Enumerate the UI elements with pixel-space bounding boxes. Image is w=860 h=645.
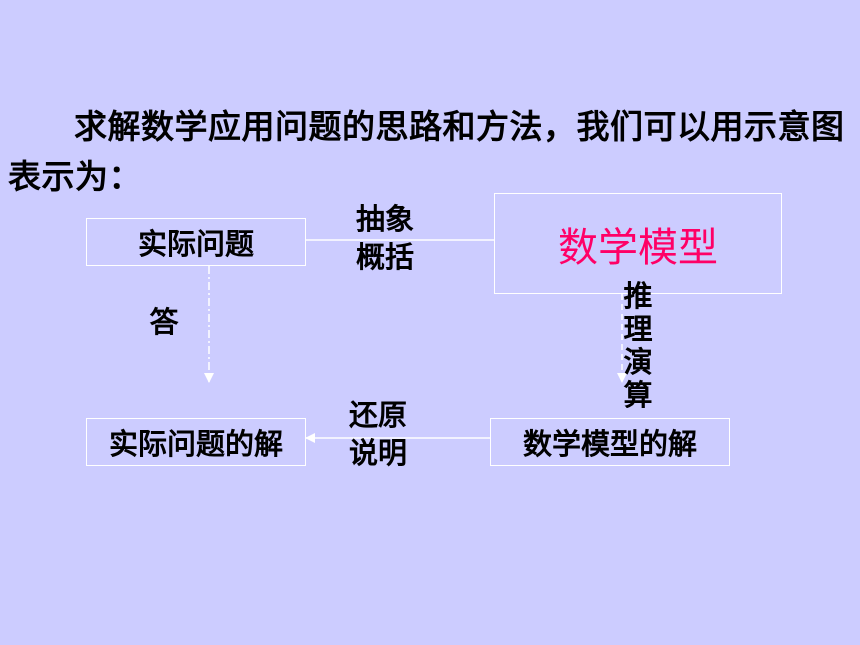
restore-label: 还原 说明	[343, 396, 413, 472]
reason-char: 算	[623, 378, 653, 409]
reason-char: 演	[623, 345, 653, 379]
practical-problem-box: 实际问题	[86, 218, 306, 266]
restore-label-line2: 说明	[348, 436, 407, 470]
practical-problem-label: 实际问题	[137, 227, 254, 261]
reason-char: 推	[623, 280, 653, 313]
abstract-label: 抽象 概括	[352, 200, 418, 276]
model-solution-box: 数学模型的解	[490, 418, 730, 466]
reason-char: 理	[623, 312, 653, 346]
math-model-box: 数学模型	[494, 193, 782, 294]
answer-label: 答	[149, 305, 179, 339]
abstract-label-line2: 概括	[355, 240, 414, 274]
practical-solution-box: 实际问题的解	[86, 418, 306, 466]
abstract-label-line1: 抽象	[355, 202, 414, 236]
model-solution-label: 数学模型的解	[522, 427, 697, 461]
practical-solution-label: 实际问题的解	[108, 427, 283, 461]
reason-label: 推 理 演 算	[618, 280, 658, 408]
restore-label-line1: 还原	[348, 398, 407, 432]
intro-text: 求解数学应用问题的思路和方法，我们可以用示意图表示为：	[8, 107, 845, 196]
math-model-label: 数学模型	[558, 224, 718, 271]
